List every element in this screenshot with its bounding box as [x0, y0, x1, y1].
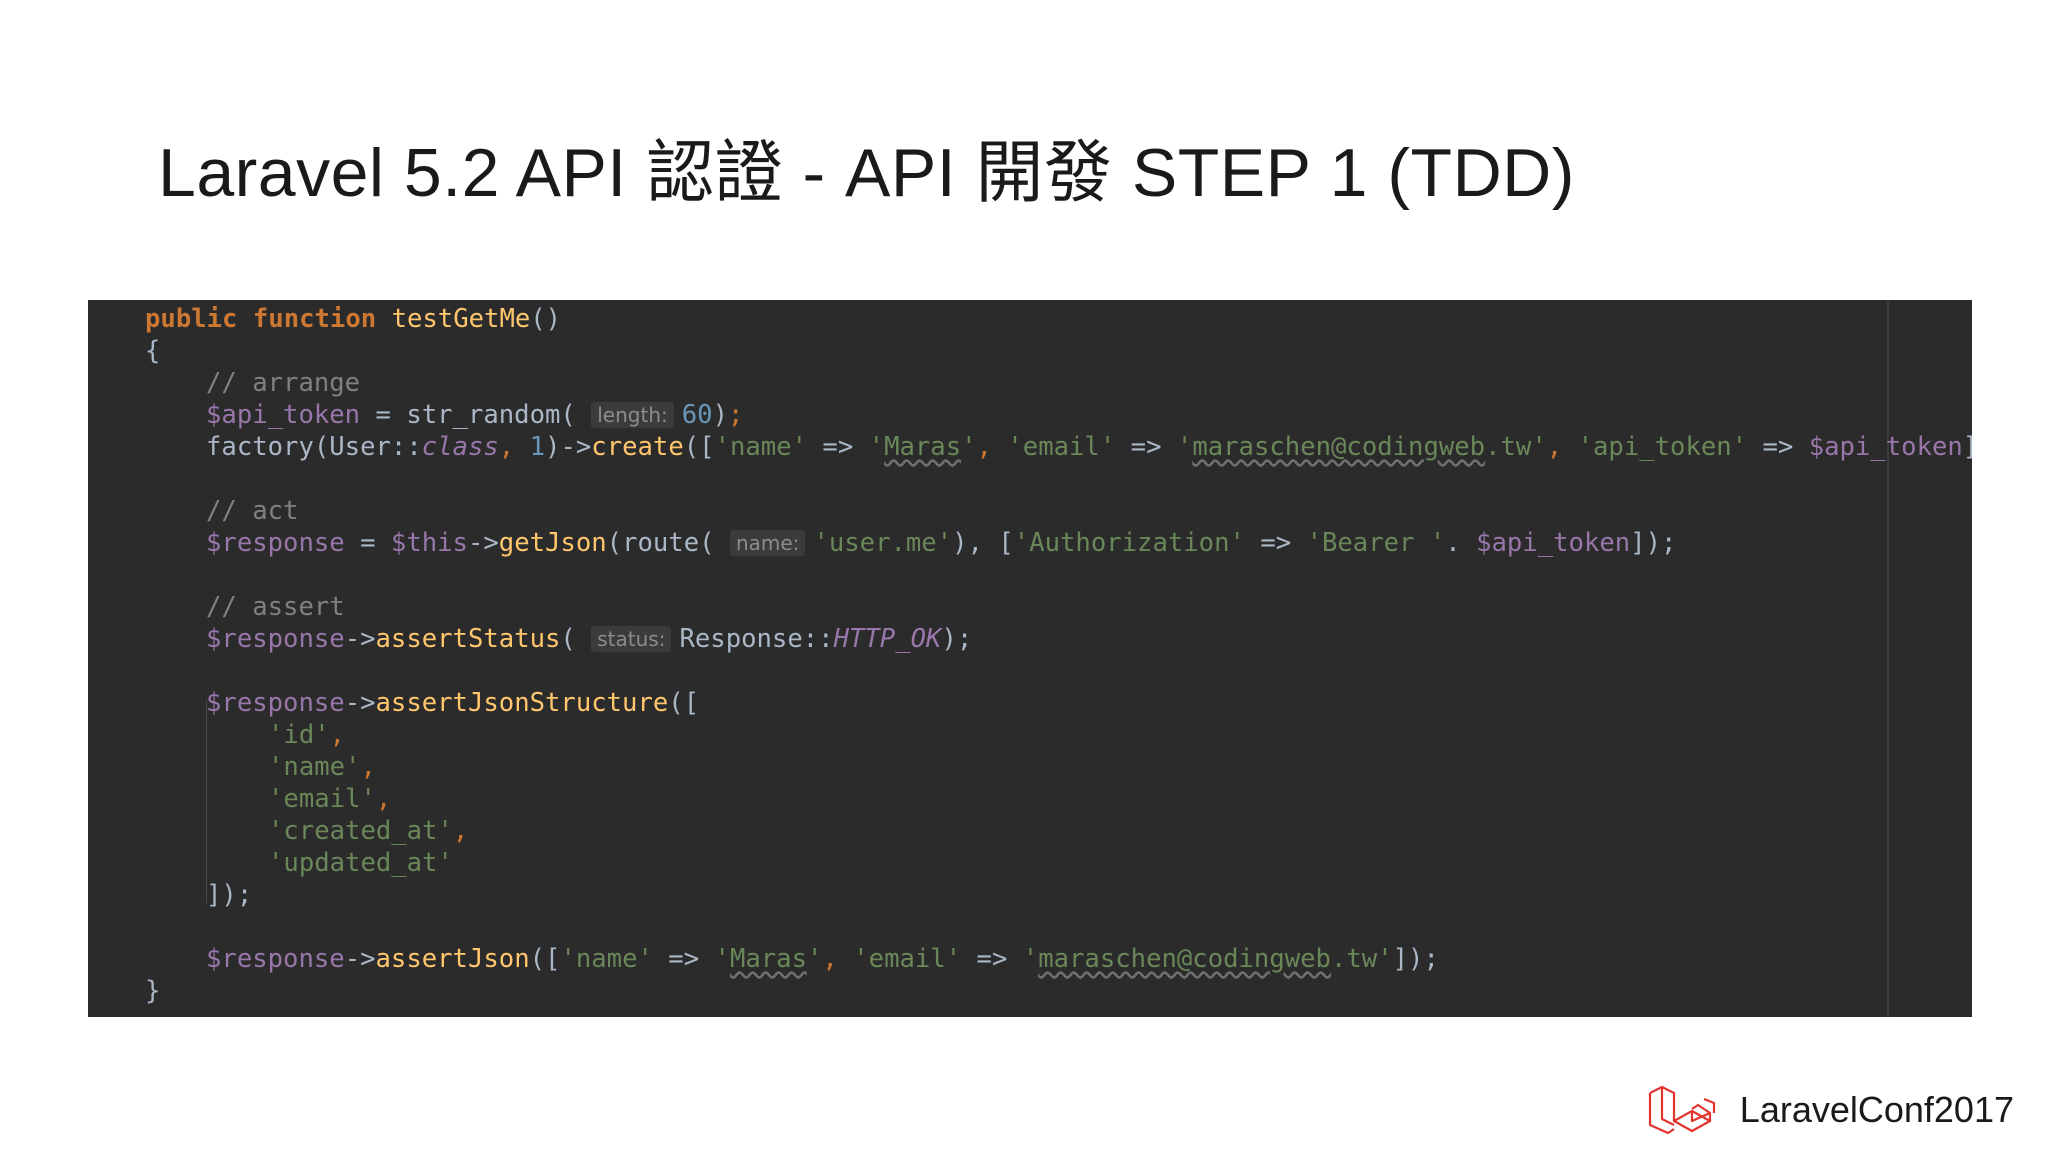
- code-line: $response = $this->getJson(route( name:'…: [206, 528, 1677, 558]
- code-line: $response->assertJsonStructure([: [206, 688, 700, 718]
- code-line: 'name',: [268, 752, 376, 782]
- code-line: 'created_at',: [268, 816, 469, 846]
- code-line: // arrange: [206, 368, 361, 398]
- param-hint: name:: [729, 530, 806, 556]
- code-editor-panel: public function testGetMe() { // arrange…: [88, 300, 1972, 1017]
- code-line: $response->assertJson(['name' => 'Maras'…: [206, 944, 1439, 974]
- code-line: 'id',: [268, 720, 346, 750]
- laravel-logo-icon: [1648, 1085, 1715, 1135]
- param-hint: length:: [591, 402, 674, 428]
- code-line: 'email',: [268, 784, 392, 814]
- param-hint: status:: [591, 626, 672, 652]
- footer-branding: LaravelConf2017: [1648, 1085, 2014, 1135]
- indent-guide: [206, 700, 207, 903]
- code-line: }: [145, 976, 161, 1006]
- code-line: // act: [206, 496, 299, 526]
- code-line: $response->assertStatus( status:Response…: [206, 624, 973, 654]
- slide-title: Laravel 5.2 API 認證 - API 開發 STEP 1 (TDD): [158, 135, 1575, 211]
- code-line: // assert: [206, 592, 345, 622]
- conference-name: LaravelConf2017: [1739, 1089, 2014, 1130]
- code-line: {: [145, 336, 161, 366]
- code-line: public function testGetMe(): [145, 304, 562, 334]
- code-line: factory(User::class, 1)->create(['name' …: [206, 432, 1972, 462]
- code-line: ]);: [206, 880, 253, 910]
- code-line: $api_token = str_random( length:60);: [206, 400, 744, 430]
- right-margin-guide: [1887, 300, 1889, 1017]
- code-line: 'updated_at': [268, 848, 453, 878]
